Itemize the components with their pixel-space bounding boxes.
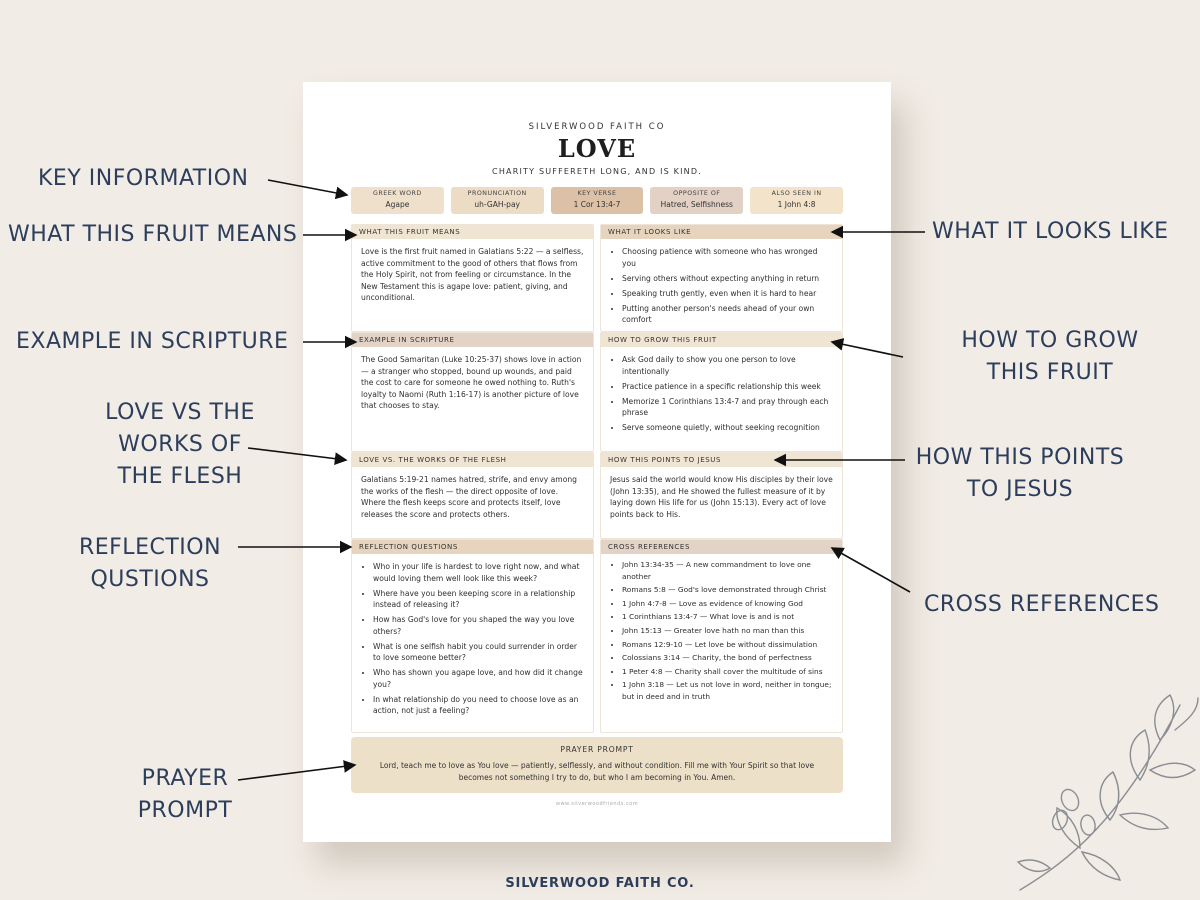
list-item: In what relationship do you need to choo…	[373, 694, 584, 717]
section-list: John 13:34-35 — A new commandment to lov…	[601, 554, 842, 703]
list-item: Romans 5:8 — God's love demonstrated thr…	[622, 584, 833, 596]
list-item: Choosing patience with someone who has w…	[622, 246, 833, 269]
key-label: ALSO SEEN IN	[771, 190, 822, 197]
section-text: Love is the first fruit named in Galatia…	[361, 247, 584, 303]
callout-key-information: KEY INFORMATION	[38, 166, 249, 191]
section-text: Jesus said the world would know His disc…	[610, 475, 833, 519]
key-box-key-verse: KEY VERSE 1 Cor 13:4-7	[550, 187, 644, 214]
callout-how-to-grow: HOW TO GROW THIS FRUIT	[961, 328, 1139, 385]
section-header: WHAT THIS FRUIT MEANS	[352, 225, 593, 239]
list-item: Who has shown you agape love, and how di…	[373, 667, 584, 690]
list-item: 1 John 3:18 — Let us not love in word, n…	[622, 679, 833, 702]
list-item: What is one selfish habit you could surr…	[373, 641, 584, 664]
section-text: Galatians 5:19-21 names hatred, strife, …	[361, 475, 577, 519]
section-what-this-fruit-means: WHAT THIS FRUIT MEANS Love is the first …	[351, 224, 594, 332]
list-item: Speaking truth gently, even when it is h…	[622, 288, 833, 300]
prayer-title: PRAYER PROMPT	[560, 745, 634, 754]
list-item: 1 John 4:7-8 — Love as evidence of knowi…	[622, 598, 833, 610]
key-box-pronunciation: PRONUNCIATION uh-GAH-pay	[450, 187, 544, 214]
callout-reflection-questions: REFLECTION QUSTIONS	[78, 535, 222, 592]
key-label: PRONUNCIATION	[467, 190, 527, 197]
section-what-it-looks-like: WHAT IT LOOKS LIKE Choosing patience wit…	[600, 224, 843, 332]
list-item: Putting another person's needs ahead of …	[622, 303, 833, 326]
section-list: Ask God daily to show you one person to …	[601, 347, 842, 434]
fruit-worksheet-page: SILVERWOOD FAITH CO LOVE CHARITY SUFFERE…	[303, 82, 891, 842]
key-box-also-seen-in: ALSO SEEN IN 1 John 4:8	[750, 187, 843, 214]
callout-prayer-prompt: PRAYER PROMPT	[137, 766, 233, 823]
list-item: Serving others without expecting anythin…	[622, 273, 833, 285]
section-list: Choosing patience with someone who has w…	[601, 239, 842, 326]
section-love-vs-flesh: LOVE VS. THE WORKS OF THE FLESH Galatian…	[351, 452, 594, 539]
key-box-opposite-of: OPPOSITE OF Hatred, Selfishness	[650, 187, 744, 214]
key-information-row: GREEK WORD Agape PRONUNCIATION uh-GAH-pa…	[351, 187, 843, 214]
list-item: Serve someone quietly, without seeking r…	[622, 422, 833, 434]
section-text: The Good Samaritan (Luke 10:25-37) shows…	[361, 355, 582, 411]
key-label: OPPOSITE OF	[673, 190, 721, 197]
prayer-text: Lord, teach me to love as You love — pat…	[379, 761, 815, 782]
list-item: John 13:34-35 — A new commandment to lov…	[622, 559, 833, 582]
list-item: John 15:13 — Greater love hath no man th…	[622, 625, 833, 637]
key-box-greek-word: GREEK WORD Agape	[351, 187, 444, 214]
key-value: Hatred, Selfishness	[660, 200, 733, 209]
key-value: uh-GAH-pay	[474, 200, 520, 209]
list-item: Romans 12:9-10 — Let love be without dis…	[622, 639, 833, 651]
list-item: Who in your life is hardest to love righ…	[373, 561, 584, 584]
section-header: HOW TO GROW THIS FRUIT	[601, 333, 842, 347]
list-item: 1 Corinthians 13:4-7 — What love is and …	[622, 611, 833, 623]
list-item: How has God's love for you shaped the wa…	[373, 614, 584, 637]
section-cross-references: CROSS REFERENCES John 13:34-35 — A new c…	[600, 539, 843, 733]
callout-love-vs-flesh: LOVE VS THE WORKS OF THE FLESH	[105, 400, 255, 489]
olive-branch-illustration	[1016, 693, 1199, 891]
list-item: Practice patience in a specific relation…	[622, 381, 833, 393]
key-value: 1 John 4:8	[777, 200, 816, 209]
section-header: WHAT IT LOOKS LIKE	[601, 225, 842, 239]
brand-name: SILVERWOOD FAITH CO	[528, 122, 666, 132]
section-reflection-questions: REFLECTION QUESTIONS Who in your life is…	[351, 539, 594, 733]
section-header: HOW THIS POINTS TO JESUS	[601, 453, 842, 467]
callout-what-it-looks-like: WHAT IT LOOKS LIKE	[932, 219, 1169, 244]
list-item: Colossians 3:14 — Charity, the bond of p…	[622, 652, 833, 664]
key-label: GREEK WORD	[373, 190, 422, 197]
section-header: LOVE VS. THE WORKS OF THE FLESH	[352, 453, 593, 467]
key-value: Agape	[385, 200, 410, 209]
prayer-prompt-box: PRAYER PROMPT Lord, teach me to love as …	[351, 737, 843, 793]
key-label: KEY VERSE	[577, 190, 617, 197]
section-header: CROSS REFERENCES	[601, 540, 842, 554]
section-how-to-grow: HOW TO GROW THIS FRUIT Ask God daily to …	[600, 332, 843, 452]
footer-brand: SILVERWOOD FAITH CO.	[505, 876, 695, 891]
list-item: Where have you been keeping score in a r…	[373, 588, 584, 611]
list-item: Ask God daily to show you one person to …	[622, 354, 833, 377]
callout-points-to-jesus: HOW THIS POINTS TO JESUS	[915, 445, 1125, 502]
list-item: Memorize 1 Corinthians 13:4-7 and pray t…	[622, 396, 833, 419]
callout-cross-references: CROSS REFERENCES	[924, 592, 1160, 617]
section-example-in-scripture: EXAMPLE IN SCRIPTURE The Good Samaritan …	[351, 332, 594, 452]
page-subtitle: CHARITY SUFFERETH LONG, AND IS KIND.	[492, 167, 702, 176]
list-item: 1 Peter 4:8 — Charity shall cover the mu…	[622, 666, 833, 678]
callout-what-this-fruit-means: WHAT THIS FRUIT MEANS	[8, 222, 298, 247]
section-list: Who in your life is hardest to love righ…	[352, 554, 593, 717]
page-title: LOVE	[557, 134, 637, 163]
key-value: 1 Cor 13:4-7	[573, 200, 621, 209]
site-url: www.silverwoodfriends.com	[555, 801, 639, 807]
section-header: REFLECTION QUESTIONS	[352, 540, 593, 554]
section-header: EXAMPLE IN SCRIPTURE	[352, 333, 593, 347]
section-points-to-jesus: HOW THIS POINTS TO JESUS Jesus said the …	[600, 452, 843, 539]
callout-example-in-scripture: EXAMPLE IN SCRIPTURE	[16, 329, 289, 354]
